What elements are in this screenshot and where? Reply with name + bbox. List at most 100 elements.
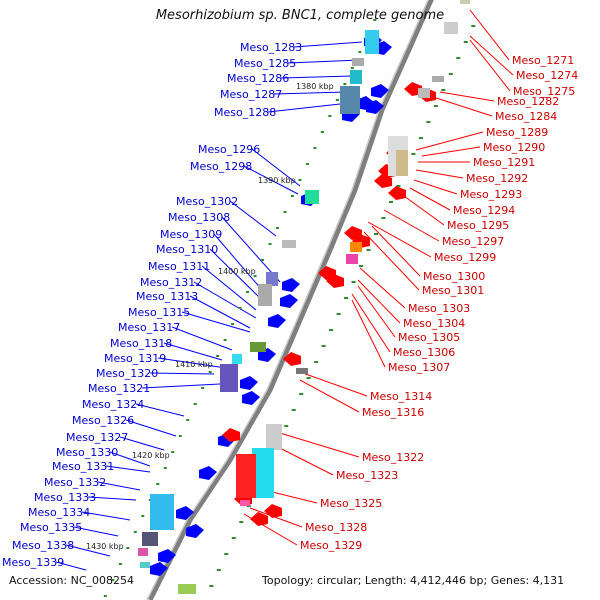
forward-label-leader	[157, 357, 227, 369]
reverse-label-leader	[359, 267, 406, 309]
forward-gene-label: Meso_1288	[214, 106, 276, 119]
forward-gene-arrow	[186, 524, 204, 538]
gene-block	[352, 58, 364, 66]
reverse-label-leader	[429, 95, 493, 117]
reverse-label-leader	[469, 39, 511, 92]
forward-gene-label: Meso_1312	[140, 276, 202, 289]
reverse-label-leader	[269, 429, 360, 458]
reverse-gene-arrow	[374, 174, 392, 188]
forward-gene-label: Meso_1321	[88, 382, 150, 395]
forward-gene-label: Meso_1331	[52, 460, 114, 473]
reverse-label-leader	[409, 187, 451, 211]
gene-block	[444, 22, 458, 34]
forward-label-leader	[109, 451, 151, 467]
forward-label-leader	[135, 403, 185, 417]
forward-label-leader	[280, 75, 353, 79]
reverse-label-leader	[351, 299, 386, 368]
forward-gene-label: Meso_1338	[12, 539, 74, 552]
gene-block	[178, 584, 196, 594]
forward-gene-label: Meso_1287	[220, 88, 282, 101]
forward-label-leader	[287, 59, 361, 64]
map-title: Mesorhizobium sp. BNC1, complete genome	[155, 8, 445, 23]
kbp-tick-label: 1410 kbp	[175, 360, 213, 369]
gene-block	[418, 88, 430, 98]
reverse-label-leader	[421, 146, 481, 157]
reverse-label-leader	[299, 371, 368, 397]
reverse-gene-label: Meso_1325	[320, 497, 382, 510]
forward-label-leader	[189, 295, 251, 329]
forward-gene-label: Meso_1308	[168, 211, 230, 224]
gene-labels: Meso_1271Meso_1274Meso_1275Meso_1282Meso…	[2, 41, 578, 569]
forward-gene-arrow	[176, 506, 194, 520]
forward-label-leader	[105, 465, 151, 473]
gene-block	[350, 242, 362, 252]
kbp-tick-label: 1380 kbp	[296, 82, 334, 91]
reverse-label-leader	[357, 279, 401, 324]
forward-label-leader	[87, 496, 137, 501]
reverse-gene-label: Meso_1300	[423, 270, 485, 283]
reverse-label-leader	[469, 35, 514, 76]
reverse-gene-label: Meso_1294	[453, 204, 515, 217]
genome-backbone	[103, 0, 476, 600]
forward-label-leader	[125, 419, 177, 437]
reverse-gene-label: Meso_1282	[497, 95, 559, 108]
reverse-gene-label: Meso_1293	[460, 188, 522, 201]
reverse-gene-label: Meso_1290	[483, 141, 545, 154]
forward-gene-arrow	[282, 278, 300, 292]
forward-gene-arrow	[268, 314, 286, 328]
gene-block	[350, 70, 362, 84]
reverse-label-leader	[357, 285, 396, 338]
reverse-gene-label: Meso_1284	[495, 110, 557, 123]
reverse-gene-label: Meso_1307	[388, 361, 450, 374]
gene-block	[365, 30, 379, 54]
reverse-label-leader	[367, 221, 432, 258]
gene-block	[266, 424, 282, 450]
forward-label-leader	[97, 481, 141, 491]
reverse-label-leader	[249, 507, 303, 528]
reverse-label-leader	[383, 209, 440, 242]
accession-text: Accession: NC_008254	[9, 574, 135, 587]
gene-block	[266, 272, 278, 286]
forward-gene-label: Meso_1309	[160, 228, 222, 241]
reverse-gene-label: Meso_1316	[362, 406, 424, 419]
reverse-label-leader	[403, 195, 445, 226]
gene-block	[340, 86, 360, 114]
forward-gene-label: Meso_1330	[56, 446, 118, 459]
reverse-gene-label: Meso_1274	[516, 69, 578, 82]
label-leader-lines	[55, 9, 514, 571]
forward-gene-label: Meso_1326	[72, 414, 134, 427]
forward-label-leader	[251, 148, 301, 187]
gene-block	[240, 500, 250, 506]
forward-gene-arrow	[280, 294, 298, 308]
forward-label-leader	[73, 526, 119, 537]
reverse-gene-label: Meso_1297	[442, 235, 504, 248]
reverse-gene-label: Meso_1291	[473, 156, 535, 169]
forward-gene-label: Meso_1311	[148, 260, 210, 273]
reverse-gene-label: Meso_1295	[447, 219, 509, 232]
forward-gene-arrow	[199, 466, 217, 480]
forward-gene-label: Meso_1320	[96, 367, 158, 380]
gene-block	[150, 494, 174, 530]
reverse-gene-arrow	[404, 82, 422, 96]
gene-block	[460, 0, 470, 4]
forward-label-leader	[119, 436, 165, 451]
forward-gene-label: Meso_1339	[2, 556, 64, 569]
gene-block	[282, 240, 296, 248]
forward-label-leader	[221, 216, 281, 283]
forward-label-leader	[65, 544, 111, 557]
backbone-highlight	[146, 0, 429, 600]
reverse-gene-arrow	[222, 428, 240, 442]
forward-gene-label: Meso_1283	[240, 41, 302, 54]
gene-block	[305, 190, 319, 204]
forward-gene-label: Meso_1285	[234, 57, 296, 70]
forward-gene-label: Meso_1313	[136, 290, 198, 303]
reverse-gene-label: Meso_1303	[408, 302, 470, 315]
forward-gene-arrow	[158, 549, 176, 563]
reverse-label-leader	[413, 179, 458, 195]
forward-gene-arrow	[240, 376, 258, 390]
forward-gene-label: Meso_1319	[104, 352, 166, 365]
forward-gene-arrow	[371, 84, 389, 98]
forward-label-leader	[201, 265, 257, 311]
reverse-gene-label: Meso_1304	[403, 317, 465, 330]
